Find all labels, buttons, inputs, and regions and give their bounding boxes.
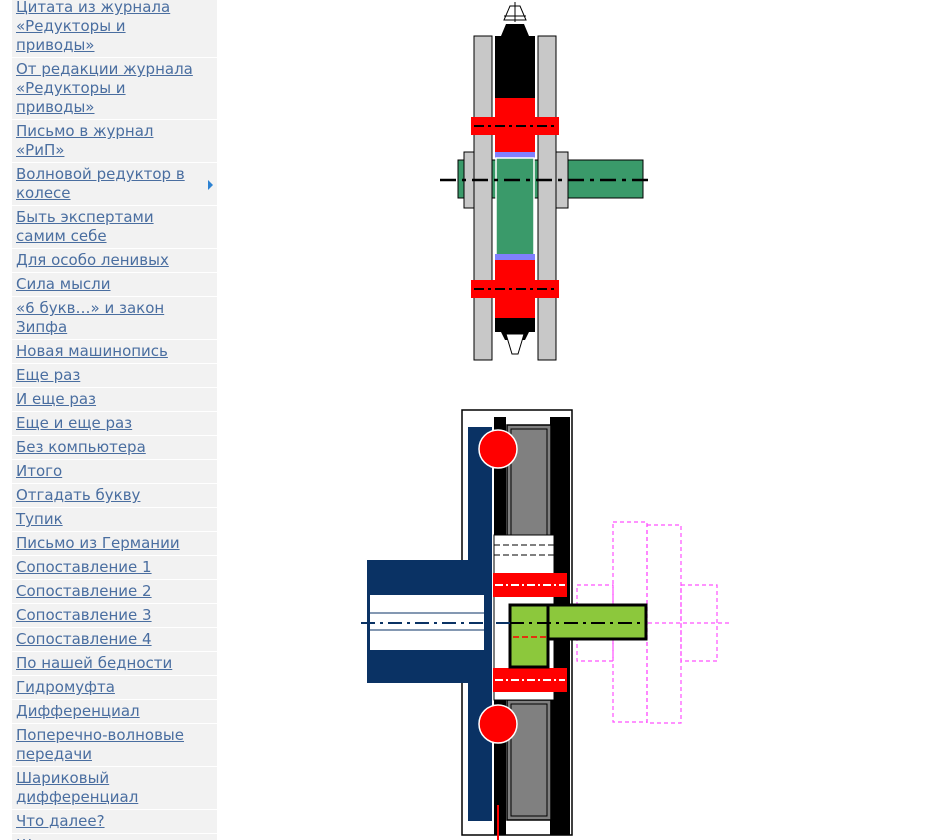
sidebar-item[interactable]: Поперечно-волновые передачи [12, 724, 217, 767]
sidebar-item[interactable]: Для особо ленивых [12, 249, 217, 273]
sidebar-item[interactable]: Гидромуфта [12, 676, 217, 700]
sidebar-item[interactable]: «6 букв…» и закон Зипфа [12, 297, 217, 340]
sidebar-item-link[interactable]: Для особо ленивых [16, 251, 169, 269]
sidebar-item[interactable]: Отгадать букву [12, 484, 217, 508]
sidebar-item-link[interactable]: Сопоставление 4 [16, 630, 152, 648]
rim-bottom [495, 318, 535, 332]
rim-top [495, 36, 535, 98]
sidebar-item-link[interactable]: Отгадать букву [16, 486, 141, 504]
sidebar-item-link[interactable]: Еще раз [16, 366, 81, 384]
sidebar-item-link[interactable]: Сопоставление 3 [16, 606, 152, 624]
sidebar-item-link[interactable]: Сопоставление 1 [16, 558, 152, 576]
sidebar-nav: Цитата из журнала «Редукторы и приводы» О… [12, 0, 217, 840]
sidebar-item-link[interactable]: Быть экспертами самим себе [16, 208, 154, 245]
sidebar-item[interactable]: Сила мысли [12, 273, 217, 297]
sidebar-item[interactable]: От редакции журнала «Редукторы и приводы… [12, 58, 217, 120]
sidebar-item[interactable]: По нашей бедности [12, 652, 217, 676]
bolt-band-bottom [471, 280, 559, 298]
sidebar-item-link[interactable]: Сила мысли [16, 275, 111, 293]
ring-top [495, 152, 535, 158]
sidebar-item[interactable]: Тупик [12, 508, 217, 532]
ball-bottom [478, 704, 518, 744]
sidebar-item[interactable]: Дифференциал [12, 700, 217, 724]
sidebar-item[interactable]: Быть экспертами самим себе [12, 206, 217, 249]
sidebar-item-link[interactable]: Шарикоподшипник-гидромотор [16, 836, 196, 840]
sidebar-item-link[interactable]: По нашей бедности [16, 654, 173, 672]
sidebar-item-link[interactable]: Что далее? [16, 812, 105, 830]
sidebar-item[interactable]: Письмо из Германии [12, 532, 217, 556]
sidebar-item[interactable]: Волновой редуктор в колесе [12, 163, 217, 206]
sidebar-item[interactable]: Сопоставление 3 [12, 604, 217, 628]
sidebar-item-link[interactable]: Тупик [16, 510, 63, 528]
ball-top [478, 429, 518, 469]
sidebar-item-link[interactable]: Итого [16, 462, 63, 480]
wave-generator [495, 157, 535, 257]
sidebar-item[interactable]: Еще и еще раз [12, 412, 217, 436]
sidebar-item[interactable]: Итого [12, 460, 217, 484]
sidebar-item-link[interactable]: От редакции журнала «Редукторы и приводы… [16, 60, 193, 116]
tire-top [501, 24, 529, 36]
sidebar-item-link[interactable]: Сопоставление 2 [16, 582, 152, 600]
sidebar-item[interactable]: Еще раз [12, 364, 217, 388]
side-disk-left [473, 35, 493, 361]
sidebar-item-link[interactable]: Письмо в журнал «РиП» [16, 122, 154, 159]
sidebar-item[interactable]: Сопоставление 4 [12, 628, 217, 652]
sidebar-item-link[interactable]: Еще и еще раз [16, 414, 133, 432]
sidebar-item[interactable]: Без компьютера [12, 436, 217, 460]
sidebar-item[interactable]: Сопоставление 2 [12, 580, 217, 604]
sidebar-item-link[interactable]: Письмо из Германии [16, 534, 180, 552]
sidebar-item[interactable]: Что далее? [12, 810, 217, 834]
side-disk-right [537, 35, 557, 361]
sidebar-item[interactable]: Новая машинопись [12, 340, 217, 364]
sidebar-item-link[interactable]: Шариковый дифференциал [16, 769, 139, 806]
sidebar-item-link[interactable]: Дифференциал [16, 702, 140, 720]
sidebar-item[interactable]: Цитата из журнала «Редукторы и приводы» [12, 0, 217, 58]
sidebar-item[interactable]: Письмо в журнал «РиП» [12, 120, 217, 163]
lime-hub [508, 603, 550, 669]
sidebar-item-link[interactable]: Волновой редуктор в колесе [16, 165, 185, 202]
sidebar-item-link[interactable]: Новая машинопись [16, 342, 168, 360]
gear-drawing-bottom [361, 409, 730, 840]
chevron-right-icon [208, 180, 213, 190]
nav-list: Цитата из журнала «Редукторы и приводы» О… [12, 0, 217, 840]
gear-drawing-top [440, 2, 650, 361]
sidebar-item-link[interactable]: «6 букв…» и закон Зипфа [16, 299, 165, 336]
ring-bottom [495, 254, 535, 260]
valve-bottom [505, 333, 525, 355]
sidebar-item[interactable]: Сопоставление 1 [12, 556, 217, 580]
sidebar-item[interactable]: И еще раз [12, 388, 217, 412]
sidebar-item-link[interactable]: Поперечно-волновые передачи [16, 726, 185, 763]
sidebar-item-link[interactable]: Гидромуфта [16, 678, 115, 696]
sidebar-item-link[interactable]: Без компьютера [16, 438, 146, 456]
sidebar-item-link[interactable]: Цитата из журнала «Редукторы и приводы» [16, 0, 171, 54]
sidebar-item-link[interactable]: И еще раз [16, 390, 97, 408]
sidebar-item[interactable]: Шариковый дифференциал [12, 767, 217, 810]
bolt-band-top [471, 117, 559, 135]
sidebar-item[interactable]: Шарикоподшипник-гидромотор [12, 834, 217, 840]
